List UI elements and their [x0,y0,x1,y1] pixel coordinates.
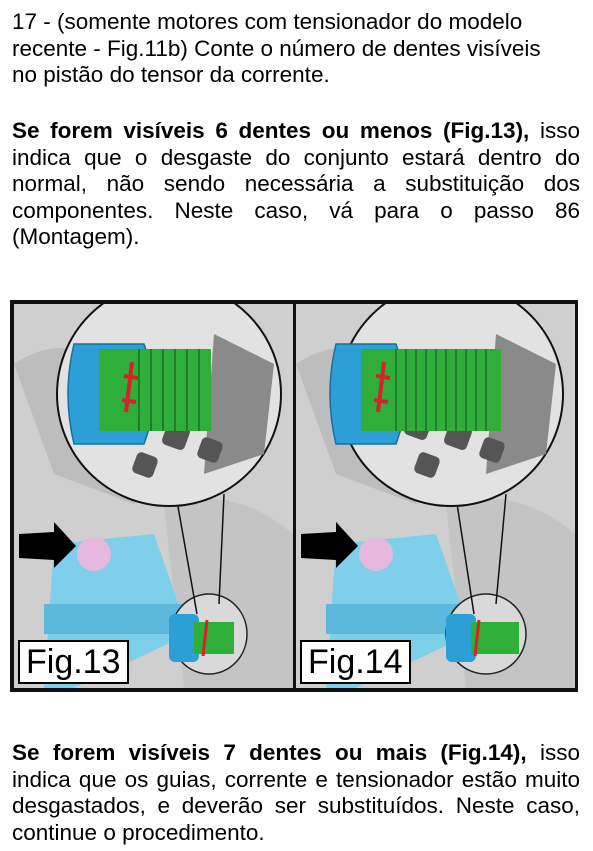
case-few-body: isso indica que o desgaste do conjunto e… [12,118,580,249]
figure-13-label: Fig.13 [18,640,129,684]
figure-13-illustration [14,304,293,688]
figure-13: Fig.13 [14,304,293,688]
figure-14-label: Fig.14 [300,640,411,684]
step-line-3: no pistão do tensor da corrente. [12,62,330,87]
figure-14-illustration [296,304,575,688]
case-few-heading: Se forem visíveis 6 dentes ou menos (Fig… [12,118,530,143]
case-many-teeth-paragraph: Se forem visíveis 7 dentes ou mais (Fig.… [12,740,580,846]
case-few-teeth-paragraph: Se forem visíveis 6 dentes ou menos (Fig… [12,118,580,251]
case-many-heading: Se forem visíveis 7 dentes ou mais (Fig.… [12,740,527,765]
figure-14: Fig.14 [296,304,575,688]
case-many-body: isso indica que os guias, corrente e ten… [12,740,580,845]
figures-frame: Fig.13 [10,300,578,692]
step-17-text: 17 - (somente motores com tensionador do… [12,9,580,89]
step-line-1: 17 - (somente motores com tensionador do… [12,9,523,34]
step-line-2: recente - Fig.11b) Conte o número de den… [12,35,541,61]
